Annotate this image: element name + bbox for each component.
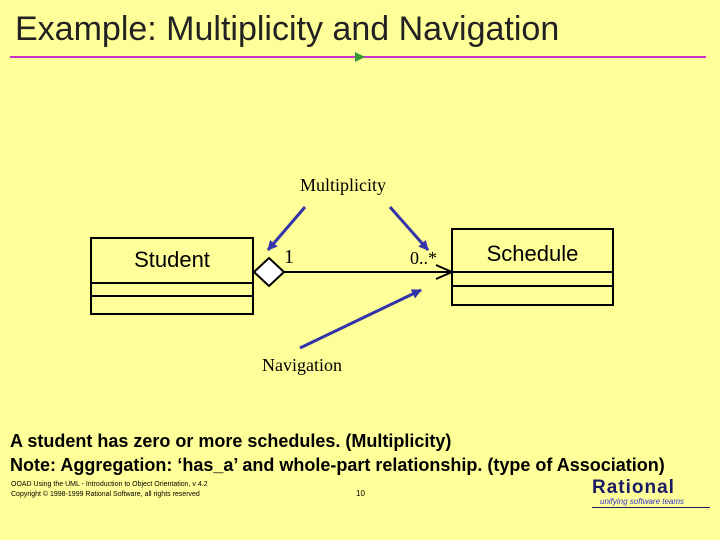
student-attributes-divider [92, 282, 252, 284]
caption-multiplicity: A student has zero or more schedules. (M… [10, 431, 452, 451]
footer-copyright: OOAD Using the UML - Introduction to Obj… [11, 480, 208, 500]
navigation-label: Navigation [262, 355, 342, 375]
multiplicity-pointer-right [388, 206, 430, 251]
caption-aggregation: Note: Aggregation: ‘has_a’ and whole-par… [10, 455, 665, 475]
logo-tagline: unifying software teams [600, 497, 685, 506]
aggregation-diamond-icon [252, 256, 286, 288]
footer-rights: Copyright © 1998-1999 Rational Software,… [11, 491, 200, 498]
navigation-arrowhead-icon [435, 264, 455, 280]
schedule-operations-divider [453, 285, 612, 287]
logo-underline [592, 507, 710, 508]
logo-wordmark: Rational [592, 477, 675, 498]
student-operations-divider [92, 295, 252, 297]
multiplicity-zero-many: 0..* [410, 248, 437, 268]
schedule-class-name: Schedule [486, 241, 579, 266]
rational-logo: Rational unifying software teams [592, 478, 710, 508]
page-number: 10 [356, 489, 365, 498]
schedule-class-box: Schedule [451, 228, 614, 306]
multiplicity-label: Multiplicity [300, 175, 387, 195]
footer-course: OOAD Using the UML - Introduction to Obj… [11, 481, 208, 488]
schedule-attributes-divider [453, 271, 612, 273]
navigation-pointer [299, 288, 422, 350]
multiplicity-pointer-left [266, 206, 307, 251]
multiplicity-one: 1 [284, 246, 294, 268]
student-class-name: Student [134, 247, 210, 272]
rule-arrow-icon [355, 52, 365, 62]
student-class-box: Student [90, 237, 254, 315]
slide-title: Example: Multiplicity and Navigation [15, 10, 560, 48]
